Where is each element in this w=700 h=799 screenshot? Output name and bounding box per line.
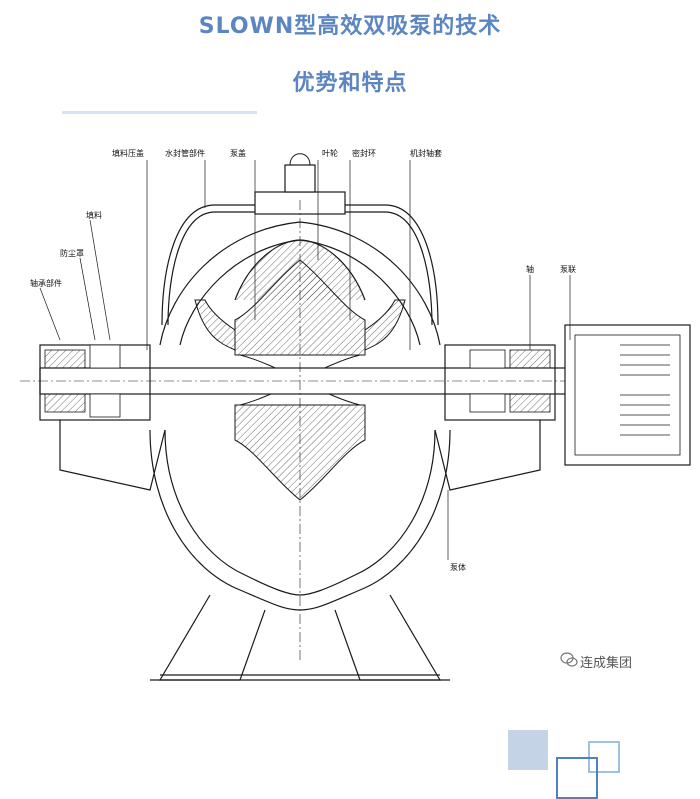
label-packing: 填料 [86, 210, 102, 220]
label-coupling: 泵联 [560, 265, 576, 274]
label-packing-gland: 填料压盖 [112, 148, 144, 158]
page-subtitle: 优势和特点 [292, 71, 408, 96]
label-pump-body: 泵体 [450, 562, 466, 572]
label-impeller: 叶轮 [322, 148, 338, 158]
decor-square-filled [508, 730, 548, 770]
label-mech-seal-sleeve: 机封轴套 [410, 148, 442, 158]
label-seal-ring: 密封环 [352, 148, 376, 158]
decor-square-dark [556, 757, 598, 799]
label-dust-cover: 防尘罩 [60, 248, 84, 258]
watermark-text: 连成集团 [580, 656, 633, 671]
label-pump-cover: 泵盖 [230, 148, 246, 158]
wechat-icon [560, 652, 578, 667]
label-bearing-part: 轴承部件 [30, 278, 62, 288]
page-title: SLOWN型高效双吸泵的技术 [198, 14, 502, 39]
pump-cross-section-drawing: 填料压盖 水封管部件 泵盖 叶轮 密封环 机封轴套 填料 防尘罩 轴承部件 轴 … [20, 148, 691, 681]
label-water-seal-pipe: 水封管部件 [165, 148, 205, 158]
title-divider [62, 111, 257, 114]
label-shaft: 轴 [526, 264, 534, 274]
